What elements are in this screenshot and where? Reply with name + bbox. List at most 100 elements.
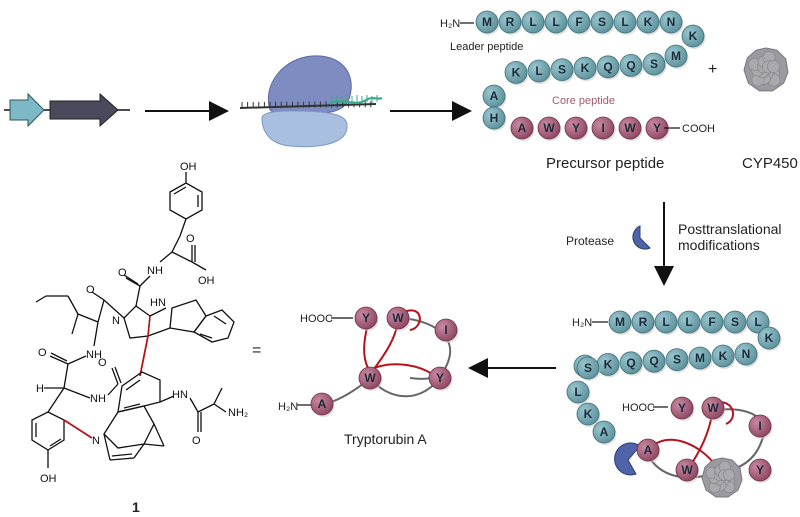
residue-letter: S [650,57,658,71]
structure-atom-n-2: N [92,435,100,447]
precursor-c-terminus: COOH [682,123,715,135]
precursor-residue: M [664,44,689,69]
gene-arrow-small [9,92,45,128]
residue-letter: S [584,361,592,375]
residue-letter: M [695,351,705,365]
modified-n-terminus: H₂N [572,317,592,329]
precursor-residue: L [521,10,546,35]
residue-letter: A [600,425,609,439]
residue-letter: I [601,121,604,135]
residue-letter: K [719,349,728,363]
core-peptide-label: Core peptide [552,95,615,107]
chemical-structure: OH O OH NH O N HN O [31,161,248,515]
precursor-residue: R [498,10,523,35]
residue-letter: Q [626,58,635,72]
residue-letter: K [765,331,774,345]
residue-letter: L [535,64,542,78]
structure-atom-nh-2: NH [86,349,102,361]
residue-letter: S [598,15,606,29]
residue-letter: Q [603,60,612,74]
modified-residue: S [723,310,748,335]
core-residue: Y [645,116,670,141]
residue-letter: K [581,61,590,75]
plus-sign: + [708,61,717,78]
residue-letter: L [662,315,669,329]
leader-peptide-label: Leader peptide [450,41,523,53]
precursor-residue: K [636,10,661,35]
precursor-residue: L [544,10,569,35]
structure-atom-o-3: O [38,347,47,359]
modified-residue: Q [619,351,644,376]
residue-letter: M [615,315,625,329]
residue-letter: A [518,121,527,135]
core-residue: Y [564,116,589,141]
modified-residue: N [734,342,759,367]
modified-cyclic-residue: I [748,414,773,439]
precursor-residue: K [681,24,706,49]
structure-atom-nh-3: NH [90,393,106,405]
protease-label: Protease [566,234,614,248]
modified-residue: L [654,310,679,335]
residue-letter: Y [436,371,444,385]
residue-letter: F [708,315,715,329]
tryptorubin-residue: A [310,392,335,417]
residue-letter: W [681,463,693,477]
precursor-n-terminus: H₂N [440,18,460,30]
precursor-residue: L [527,59,552,84]
modified-residue: S [576,356,601,381]
precursor-residue: H [482,106,507,131]
residue-letter: W [392,311,404,325]
residue-letter: Y [678,401,686,415]
core-residue: W [537,116,562,141]
residue-letter: S [731,315,739,329]
modified-hooc: HOOC [622,402,655,414]
modified-residue: Q [642,349,667,375]
structure-atom-hn-2: HN [172,389,188,401]
residue-letter: Q [626,356,635,370]
residue-letter: I [758,419,761,433]
residue-letter: A [644,443,653,457]
modified-cyclic-residue: Y [748,458,773,483]
residue-letter: S [558,63,566,77]
protease-bound-icon [614,442,641,476]
precursor-residue: S [642,52,667,77]
residue-letter: H [490,111,499,125]
residue-letter: W [543,121,555,135]
residue-letter: L [529,15,536,29]
residue-letter: M [482,15,492,29]
modified-peptide: H₂N MRLLFSLKNKMSQQKSSLKAYWIYWA HOOC [566,310,782,498]
residue-letter: Q [649,354,658,368]
residue-letter: N [667,15,676,29]
residue-letter: R [639,315,648,329]
residue-letter: L [685,315,692,329]
residue-letter: I [444,323,447,337]
modified-cyclic-residue: W [701,396,726,421]
precursor-residue: N [659,10,684,35]
modified-residue: R [631,310,656,335]
precursor-residue: L [613,10,638,35]
modified-residue: K [596,352,621,378]
precursor-residue: K [573,56,598,82]
residue-letter: A [318,397,327,411]
ribosome [239,55,383,148]
tryptorubin-residue: I [434,318,459,343]
residue-letter: W [707,401,719,415]
residue-letter: M [671,49,681,63]
cyp450-enzyme [743,47,789,92]
residue-letter: W [624,121,636,135]
structure-oh-bottom: OH [40,473,57,485]
residue-letter: L [621,15,628,29]
core-residue: W [618,116,643,141]
precursor-peptide-title: Precursor peptide [546,155,664,172]
core-residue: A [510,116,535,141]
protease-icon [632,225,651,250]
structure-acid-o: O [186,233,195,245]
mrna-strand [241,95,383,108]
tryptorubin-residue: W [386,306,411,331]
residue-letter: Y [653,121,661,135]
cyp450-label: CYP450 [742,155,798,172]
structure-nh2: NH₂ [228,407,248,419]
